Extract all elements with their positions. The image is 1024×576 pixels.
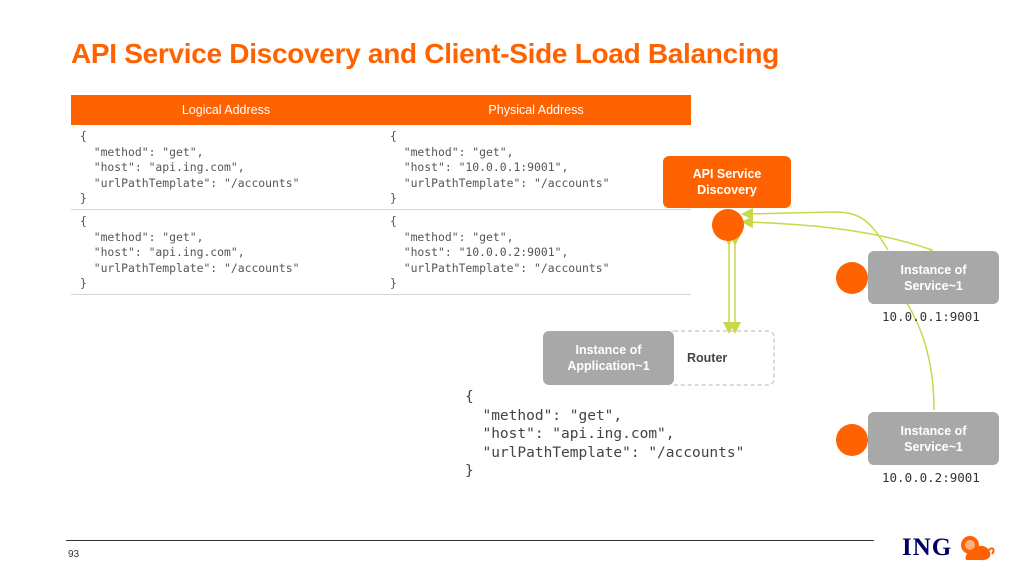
service2-ip: 10.0.0.2:9001: [882, 470, 980, 485]
router-label: Router: [687, 351, 728, 365]
header-logical-address: Logical Address: [181, 103, 271, 117]
service2-instance-box: Instance of Service~1: [868, 412, 999, 465]
application-label: Instance of Application~1: [567, 343, 650, 373]
discovery-node: [712, 209, 744, 241]
discovery-label: API Service Discovery: [692, 167, 762, 197]
service1-label: Instance of Service~1: [900, 262, 967, 293]
service1-registration-link: [741, 207, 889, 251]
page-title: API Service Discovery and Client-Side Lo…: [71, 38, 779, 69]
api-service-discovery-box: API Service Discovery: [663, 156, 791, 208]
service1-node: [836, 262, 868, 294]
lion-icon: [961, 536, 995, 561]
logical-address-cell: { "method": "get", "host": "api.ing.com"…: [80, 129, 300, 206]
request-payload: { "method": "get", "host": "api.ing.com"…: [465, 389, 745, 479]
physical-address-cell: { "method": "get", "host": "10.0.0.1:900…: [390, 129, 610, 206]
service2-label: Instance of Service~1: [900, 423, 967, 454]
ing-logo: ING: [902, 534, 996, 562]
logo-text: ING: [902, 534, 953, 561]
table-header: Logical Address Physical Address: [71, 95, 691, 125]
table-row: { "method": "get", "host": "api.ing.com"…: [71, 125, 691, 210]
service1-instance-box: Instance of Service~1: [868, 251, 999, 304]
address-table: Logical Address Physical Address { "meth…: [71, 95, 691, 295]
header-physical-address: Physical Address: [488, 103, 584, 117]
logical-address-cell: { "method": "get", "host": "api.ing.com"…: [80, 214, 300, 291]
page-number: 93: [68, 549, 80, 560]
table-row: { "method": "get", "host": "api.ing.com"…: [71, 210, 691, 295]
footer-divider: [66, 540, 874, 541]
service1-ip: 10.0.0.1:9001: [882, 309, 980, 324]
physical-address-cell: { "method": "get", "host": "10.0.0.2:900…: [390, 214, 610, 291]
application-instance-box: Instance of Application~1: [543, 331, 674, 385]
service2-node: [836, 424, 868, 456]
